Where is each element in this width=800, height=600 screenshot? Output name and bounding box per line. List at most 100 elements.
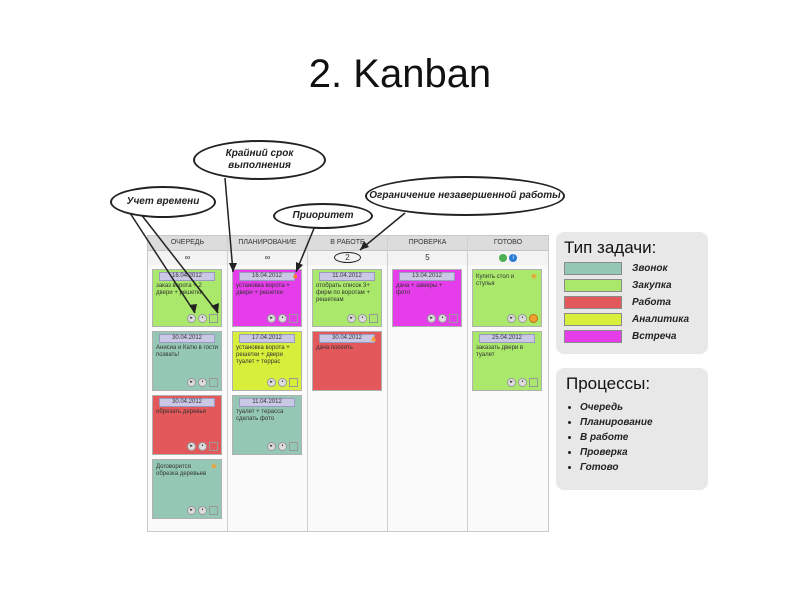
card-date: 30.04.2012 [159, 334, 215, 343]
warning-icon [289, 442, 298, 451]
card-date: 30.04.2012 [159, 398, 215, 407]
info-icon[interactable]: i [509, 253, 518, 262]
process-item: Очередь [580, 400, 698, 415]
warning-icon [209, 442, 218, 451]
priority-icon[interactable]: ▲ [369, 333, 378, 343]
warning-icon [529, 378, 538, 387]
card-date: 17.04.2012 [239, 334, 295, 343]
task-card[interactable]: ● 16.04.2012 установка ворота + двери + … [232, 269, 302, 327]
legend-swatch [564, 313, 622, 326]
timer-icon[interactable]: ▸ [267, 314, 276, 323]
timer-icon[interactable]: ▸ [267, 442, 276, 451]
stop-icon[interactable]: • [278, 378, 287, 387]
task-card[interactable]: ★ Договорится обрезка деревьев ▸• [152, 459, 222, 519]
star-icon[interactable]: ★ [209, 461, 218, 471]
card-text: установка ворота + двери + решетки [236, 283, 290, 296]
column-review: ПРОВЕРКА 5 13.04.2012 дача + замеры + фо… [388, 236, 468, 531]
legend-item: Аналитика [564, 313, 700, 326]
task-card[interactable]: 30.04.2012 Анисиа и Катю в гости позвать… [152, 331, 222, 391]
warning-icon [209, 506, 218, 515]
timer-icon[interactable]: ▸ [187, 378, 196, 387]
stop-icon[interactable]: • [198, 506, 207, 515]
arrow-head [296, 262, 303, 272]
stop-icon[interactable]: • [278, 314, 287, 323]
task-card[interactable]: 11.04.2012 туалет + терасса сделать фото… [232, 395, 302, 455]
task-card[interactable]: 25.04.2012 заказать двери в туалет ▸• [472, 331, 542, 391]
column-in-progress: В РАБОТЕ 2 11.04.2012 отобрать список 3+… [308, 236, 388, 531]
task-card[interactable]: ▲ 30.04.2012 дача посеять [312, 331, 382, 391]
stop-icon[interactable]: • [438, 314, 447, 323]
legend-item: Закупка [564, 279, 700, 292]
callout-time-tracking: Учет времени [110, 186, 216, 218]
legend-item: Встреча [564, 330, 700, 343]
card-date: 11.04.2012 [239, 398, 295, 407]
card-text: Договорится обрезка деревьев [156, 464, 207, 477]
stop-icon[interactable]: • [518, 314, 527, 323]
timer-icon[interactable]: ▸ [187, 506, 196, 515]
legend-title: Тип задачи: [564, 238, 657, 257]
warning-icon [289, 314, 298, 323]
arrow-head [211, 303, 219, 313]
legend-label: Встреча [632, 331, 677, 342]
processes-title: Процессы: [566, 374, 651, 393]
arrow-head [360, 241, 369, 250]
card-text: дача + замеры + фото [396, 283, 443, 296]
card-date: 13.04.2012 [399, 272, 455, 281]
stop-icon[interactable]: • [518, 378, 527, 387]
timer-icon[interactable]: ▸ [267, 378, 276, 387]
priority-icon[interactable]: ● [292, 271, 298, 281]
timer-icon[interactable]: ▸ [507, 378, 516, 387]
timer-icon[interactable]: ▸ [187, 314, 196, 323]
wip-limit-value: 2 [334, 252, 361, 263]
column-planning: ПЛАНИРОВАНИЕ ∞ ● 16.04.2012 установка во… [228, 236, 308, 531]
card-text: Купить стол и стулья [476, 274, 515, 287]
card-date: 11.04.2012 [319, 272, 375, 281]
callout-priority: Приоритет [273, 203, 373, 229]
wip-arrow [359, 212, 406, 251]
process-item: Проверка [580, 445, 698, 460]
deadline-arrow [224, 177, 234, 273]
kanban-board: ОЧЕРЕДЬ ∞ 16.04.2012 заказ ворота + 2 дв… [147, 235, 549, 532]
legend-label: Закупка [632, 280, 672, 291]
stop-icon[interactable]: • [198, 314, 207, 323]
warning-icon [209, 378, 218, 387]
task-card[interactable]: 16.04.2012 заказ ворота + 2 двери + реше… [152, 269, 222, 327]
timer-icon[interactable]: ▸ [427, 314, 436, 323]
column-queue: ОЧЕРЕДЬ ∞ 16.04.2012 заказ ворота + 2 дв… [148, 236, 228, 531]
task-card[interactable]: 30.04.2012 обрезать деревья ▸• [152, 395, 222, 455]
process-item: Планирование [580, 415, 698, 430]
arrow-head [189, 304, 197, 313]
column-header[interactable]: ПЛАНИРОВАНИЕ [228, 236, 307, 251]
task-card[interactable]: ★ Купить стол и стулья ▸• [472, 269, 542, 327]
card-text: обрезать деревья [156, 409, 206, 415]
legend-label: Аналитика [632, 314, 690, 325]
stop-icon[interactable]: • [198, 378, 207, 387]
warning-icon [449, 314, 458, 323]
legend-swatch [564, 279, 622, 292]
callout-deadline: Крайний срок выполнения [193, 140, 326, 180]
timer-icon[interactable]: ▸ [347, 314, 356, 323]
card-text: заказать двери в туалет [476, 345, 524, 358]
legend-swatch [564, 296, 622, 309]
stop-icon[interactable]: • [278, 442, 287, 451]
card-text: заказ ворота + 2 двери + решетки [156, 283, 203, 296]
star-icon[interactable]: ★ [529, 271, 538, 281]
timer-icon[interactable]: ▸ [187, 442, 196, 451]
stop-icon[interactable]: • [198, 442, 207, 451]
card-date: 25.04.2012 [479, 334, 535, 343]
column-header[interactable]: ПРОВЕРКА [388, 236, 467, 251]
column-header[interactable]: ГОТОВО [468, 236, 548, 251]
task-card[interactable]: 13.04.2012 дача + замеры + фото ▸• [392, 269, 462, 327]
column-header[interactable]: ОЧЕРЕДЬ [148, 236, 227, 251]
task-card[interactable]: 11.04.2012 отобрать список 3+ фирм по во… [312, 269, 382, 327]
task-card[interactable]: 17.04.2012 установка ворота + решетки + … [232, 331, 302, 391]
legend-label: Звонок [632, 263, 668, 274]
timer-icon[interactable]: ▸ [507, 314, 516, 323]
refresh-icon[interactable] [498, 253, 507, 262]
process-list-panel: Процессы: ОчередьПланированиеВ работеПро… [556, 368, 708, 490]
card-text: отобрать список 3+ фирм по воротам + реш… [316, 283, 370, 303]
stop-icon[interactable]: • [358, 314, 367, 323]
card-text: установка ворота + решетки + двери туале… [236, 345, 290, 365]
priority-dot-icon [529, 314, 538, 323]
